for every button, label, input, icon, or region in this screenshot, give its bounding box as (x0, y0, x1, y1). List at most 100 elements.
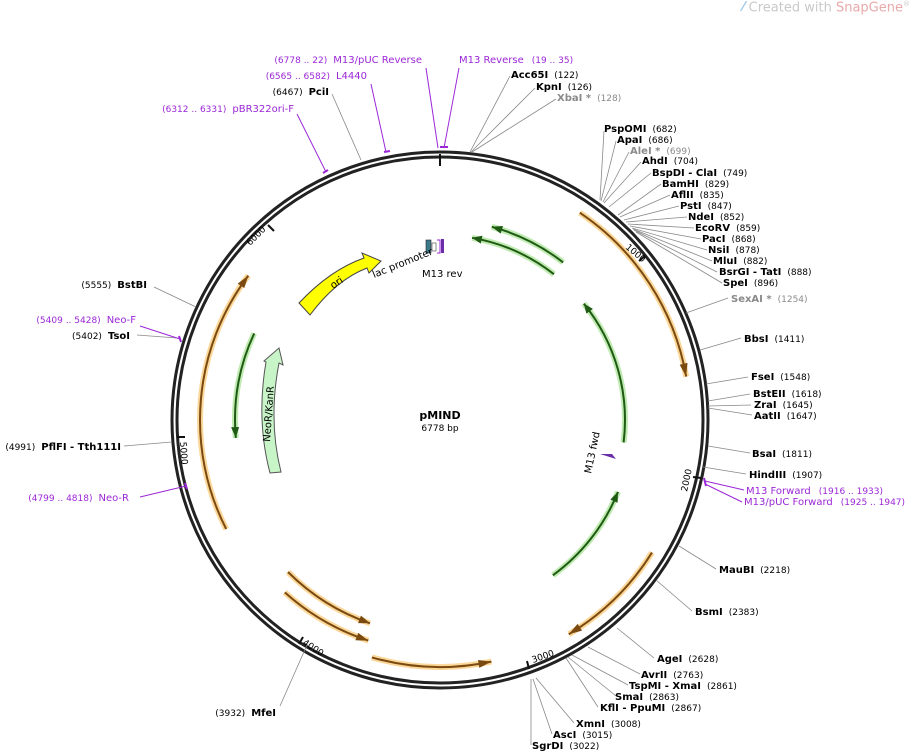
site-mfei: (3932) MfeI (215, 708, 276, 719)
leader-m13puc-forward (704, 483, 743, 503)
site-ndei: NdeI(852) (688, 212, 744, 223)
site-paci: PacI(868) (702, 234, 756, 245)
leader-paci (629, 225, 702, 240)
site-pos: (859) (736, 224, 760, 234)
site-pos: (3015) (582, 731, 612, 741)
site-pos: (1411) (774, 335, 804, 345)
leader-bsrgi (633, 229, 718, 273)
mark-pbr322ori-f (322, 169, 329, 174)
tick-4000 (298, 636, 304, 645)
site-pos: (126) (568, 83, 592, 93)
leader-asci (532, 678, 553, 735)
site-name: BbsI (744, 334, 768, 345)
site-bamhi: BamHI(829) (662, 179, 729, 190)
snapgene-logo-icon: ⁄ (742, 0, 745, 16)
leader-pcii (331, 93, 362, 161)
orf-bottom-1-glow (285, 569, 371, 627)
leader-apai (600, 140, 617, 202)
leader-alei (602, 151, 630, 203)
site-sexai: SexAI *(1254) (731, 294, 808, 305)
primer-pos: (6565 .. 6582) (266, 72, 330, 82)
leader-tsoi (136, 334, 178, 339)
site-pos: (878) (735, 246, 759, 256)
leader-zrai (707, 404, 752, 407)
site-pos: (2383) (729, 608, 759, 618)
primer-name: M13 Reverse (459, 55, 524, 66)
site-name: BsaI (752, 449, 776, 460)
site-name: AscI (553, 730, 576, 741)
primer-pos: (5409 .. 5428) (36, 316, 100, 326)
leader-tspmi (571, 654, 629, 686)
lac-box-2 (431, 242, 437, 252)
site-zrai: ZraI (1645) (754, 400, 813, 411)
site-avrii: AvrII(2763) (641, 670, 703, 681)
site-name: TsoI (108, 331, 130, 342)
orf-right-1-arrowhead (679, 362, 688, 377)
site-name: SpeI (723, 278, 748, 289)
leader-bsai (707, 445, 751, 454)
site-agei: AgeI(2628) (657, 654, 718, 665)
orf-right-2-arrowhead (568, 623, 582, 635)
orf-bottom-2-arrowhead (355, 632, 369, 641)
site-name: XbaI * (557, 93, 592, 104)
tick-label-6000: 6000 (245, 225, 268, 248)
site-pos: (1618) (792, 390, 822, 400)
leader-l4440 (370, 83, 387, 153)
site-pos: (3022) (569, 742, 599, 752)
orf-left-arrowhead (237, 275, 249, 288)
site-pos: (5402) (72, 332, 102, 342)
site-name: ApaI (617, 135, 642, 146)
site-pos: (3932) (215, 709, 245, 719)
primer-name: L4440 (336, 71, 367, 82)
primer-name: M13/pUC Reverse (333, 55, 422, 66)
leader-m13-forward (704, 480, 745, 491)
primer-m13-reverse: M13 Reverse(19 .. 35) (459, 55, 573, 66)
site-name: NdeI (688, 212, 714, 223)
neo-label: NeoR/KanR (262, 386, 277, 443)
site-pos: (882) (743, 257, 767, 267)
leader-nsii (631, 227, 708, 251)
primer-m13-puc-forward: M13/pUC Forward(1925 .. 1947) (744, 497, 905, 508)
site-pos: (686) (648, 136, 672, 146)
leader-aatii (707, 407, 753, 416)
site-name: BstEII (753, 389, 786, 400)
primer-neo-f: (5409 .. 5428)Neo-F (36, 315, 136, 326)
watermark-mark: ® (903, 0, 910, 8)
site-name: ZraI (754, 400, 777, 411)
m13rev-mark (437, 239, 441, 254)
orf-left (199, 274, 250, 530)
site-pos: (847) (708, 202, 732, 212)
site-pflfi-tth111i: (4991)PflFI - Tth111I (5, 442, 121, 453)
plasmid-length: 6778 bp (421, 424, 458, 434)
primer-name: Neo-R (99, 493, 130, 504)
primer-m13-puc-reverse: (6778 .. 22)M13/pUC Reverse (274, 55, 422, 66)
primer-name: M13 Forward (746, 486, 811, 497)
site-aatii: AatII(1647) (754, 411, 817, 422)
site-pos: (699) (666, 147, 690, 157)
primer-labels: (6778 .. 22)M13/pUC Reverse (6565 .. 6582… (28, 55, 905, 508)
site-ecorv: EcoRV(859) (695, 223, 760, 234)
site-pos: (1645) (783, 401, 813, 411)
site-name: BsrGI - TatI (719, 267, 781, 278)
primer-l4440: (6565 .. 6582) L4440 (266, 71, 367, 82)
leader-avrii (587, 646, 641, 675)
mark-m13-forward (703, 477, 707, 487)
leader-sexai (685, 297, 729, 314)
backbone-outer (170, 150, 710, 690)
site-bspdi-clai: BspDI - ClaI(749) (652, 168, 747, 179)
site-pos: (896) (754, 279, 778, 289)
plasmid-name: pMIND (419, 409, 460, 422)
leader-xmni (535, 677, 575, 724)
green-left-arrowhead (231, 427, 240, 438)
site-asci: AscI (3015) (553, 730, 612, 741)
site-name: MfeI (251, 708, 276, 719)
primer-pbr322ori-f: (6312 .. 6331)pBR322ori-F (162, 104, 294, 115)
tick-label-5000: 5000 (177, 442, 189, 466)
site-bstbi: (5555)BstBI (81, 280, 147, 291)
site-name: TspMI - XmaI (629, 681, 701, 692)
leader-bamhi (617, 183, 662, 216)
site-name: BstBI (117, 280, 147, 291)
site-sgrdi: SgrDI(3022) (532, 741, 599, 752)
leader-mlui (632, 228, 713, 262)
tick-3000 (526, 660, 530, 670)
